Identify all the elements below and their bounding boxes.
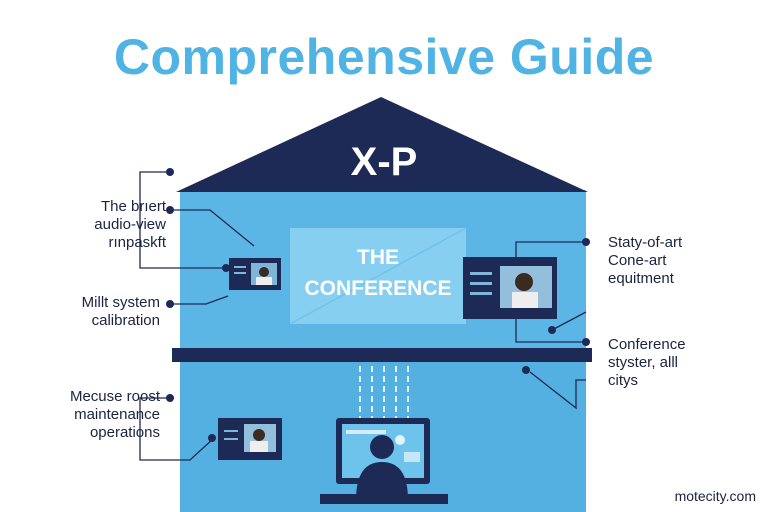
callout-bottom-right: Conference styster, alll citys <box>608 336 758 390</box>
callout-line: Conference <box>608 336 686 353</box>
screen-diagonal <box>289 227 467 325</box>
callout-line: calibration <box>91 312 160 329</box>
callout-mid-left: Millt system calibration <box>20 294 160 330</box>
callout-line: styster, alll <box>608 354 679 371</box>
light-beams <box>359 366 409 420</box>
callout-line: equitment <box>608 270 674 287</box>
callout-bottom-left: Mecuse roost maintenance operations <box>20 388 160 442</box>
page-title: Comprehensive Guide <box>113 29 655 85</box>
left-video-monitor <box>229 258 281 290</box>
callout-line: Cone-art <box>608 252 667 269</box>
callout-line: operations <box>89 424 160 441</box>
callout-line: rınpaskft <box>108 234 166 251</box>
connector-dots <box>166 168 590 442</box>
bottom-left-video-monitor <box>218 418 282 460</box>
callout-line: Millt system <box>81 294 160 311</box>
callout-line: Mecuse roost <box>69 388 160 405</box>
floor-divider <box>172 348 592 362</box>
callout-line: Staty-of-art <box>608 234 683 251</box>
callout-top-right: Staty-of-art Cone-art equitment <box>608 234 758 288</box>
callout-line: audio-view <box>94 216 166 233</box>
site-credit: motecity.com <box>674 488 756 504</box>
callout-line: citys <box>608 372 638 389</box>
building-roof <box>176 97 588 192</box>
screen-text-line2: CONFERENCE <box>304 277 452 300</box>
desk-workstation <box>320 418 448 504</box>
right-video-monitor <box>463 257 557 319</box>
screen-text-line1: THE <box>357 246 399 269</box>
callout-line: maintenance <box>74 406 160 423</box>
callout-top-left: The brıert audio-view rınpaskft <box>20 198 166 252</box>
roof-label: X-P <box>350 140 418 184</box>
callout-line: The brıert <box>100 198 166 215</box>
connector-lines <box>139 171 587 461</box>
